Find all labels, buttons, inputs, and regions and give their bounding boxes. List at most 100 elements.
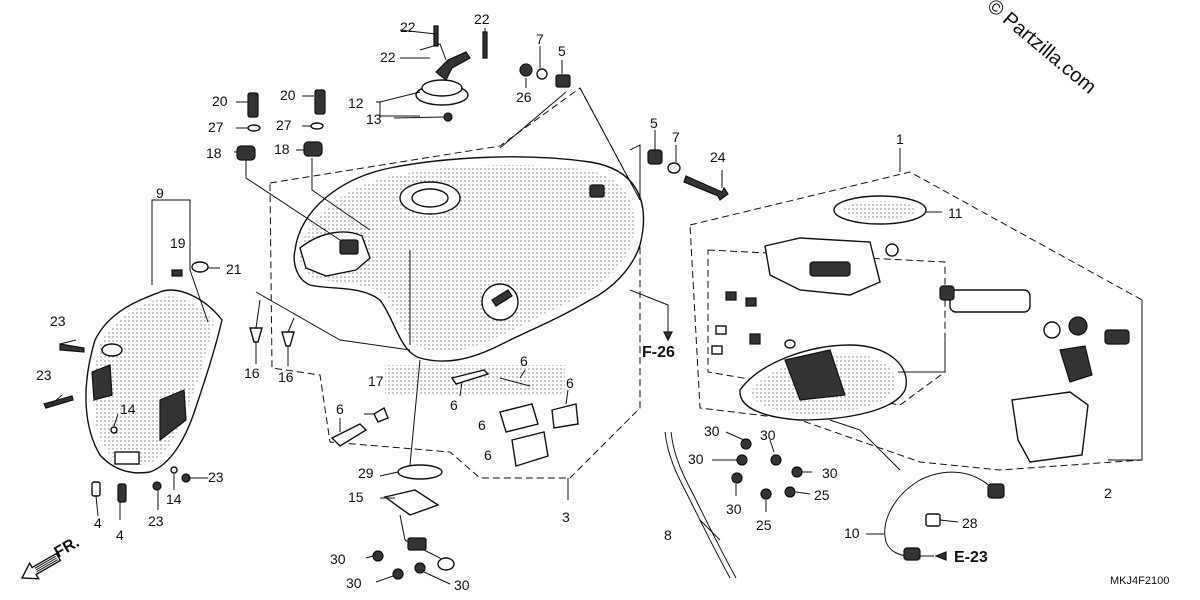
pad-6-a xyxy=(330,423,368,447)
pump-screw-a xyxy=(725,291,737,301)
callout-c24: 24 xyxy=(710,149,726,165)
callout-c14a: 14 xyxy=(120,401,136,417)
ref-e23-arrow xyxy=(934,551,947,561)
callout-c29: 29 xyxy=(358,465,374,481)
callout-c7b: 7 xyxy=(672,129,680,145)
screw-30-e xyxy=(731,472,743,484)
collar-5-top xyxy=(555,74,571,88)
pump-screw-b xyxy=(745,297,757,307)
callout-c16a: 16 xyxy=(244,365,260,381)
callout-c22a: 22 xyxy=(400,19,416,35)
drain-tube-inner xyxy=(670,431,737,579)
pad-6-e xyxy=(551,403,579,429)
callout-c3: 3 xyxy=(562,509,570,525)
callout-c20a: 20 xyxy=(212,93,228,109)
callout-c30g: 30 xyxy=(346,575,362,591)
callout-c10: 10 xyxy=(844,525,860,541)
pin-4-left xyxy=(91,481,101,497)
callout-c22c: 22 xyxy=(380,49,396,65)
callout-c13: 13 xyxy=(366,111,382,127)
callout-c28: 28 xyxy=(962,515,978,531)
callout-c14b: 14 xyxy=(166,491,182,507)
callout-c27a: 27 xyxy=(208,119,224,135)
callout-c6a: 6 xyxy=(336,401,344,417)
callout-c20b: 20 xyxy=(280,87,296,103)
collar-21 xyxy=(191,261,209,273)
callout-c6f: 6 xyxy=(566,375,574,391)
screw-14-right xyxy=(170,466,178,474)
clip-16-right xyxy=(281,331,295,347)
bolt-23-c xyxy=(181,473,191,483)
callout-c5a: 5 xyxy=(558,43,566,59)
pump-filter xyxy=(1011,391,1089,463)
rubber-18-left xyxy=(236,145,256,161)
tank-group-outline xyxy=(269,87,641,479)
pump-flange xyxy=(739,344,907,421)
pump-screw-e xyxy=(749,333,761,345)
callout-c25b: 25 xyxy=(756,517,772,533)
callout-c22b: 22 xyxy=(474,11,490,27)
rubber-18-right xyxy=(303,141,323,157)
bolt-22-right xyxy=(482,31,488,59)
fuel-cap-assembly xyxy=(415,43,471,122)
pad-6-c xyxy=(499,403,539,433)
callout-c2: 2 xyxy=(1104,485,1112,501)
callout-c16b: 16 xyxy=(278,369,294,385)
callout-c30a: 30 xyxy=(704,423,720,439)
screw-30-c xyxy=(770,454,782,466)
nut-25-a xyxy=(784,486,796,498)
callout-c23c: 23 xyxy=(208,469,224,485)
hose-clip-28 xyxy=(925,513,941,527)
fuel-hose xyxy=(884,471,995,557)
washer-7-side xyxy=(667,162,681,174)
callout-c11: 11 xyxy=(948,205,963,221)
ref-e23: E-23 xyxy=(954,549,988,566)
pump-oring xyxy=(784,339,796,349)
fuel-tank xyxy=(293,156,645,362)
bolt-20-right xyxy=(314,89,326,115)
callout-c30h: 30 xyxy=(454,577,470,593)
leader-lines xyxy=(51,28,1143,585)
callout-c15: 15 xyxy=(348,489,364,505)
callout-c30f: 30 xyxy=(330,551,346,567)
screw-30-a xyxy=(740,438,752,450)
callout-c4a: 4 xyxy=(94,515,102,531)
callout-c30d: 30 xyxy=(822,465,838,481)
callout-c30b: 30 xyxy=(760,427,776,443)
pad-6-b xyxy=(450,369,490,385)
callout-c30c: 30 xyxy=(688,451,704,467)
washer-27-left xyxy=(247,124,261,132)
tank-lower-shade xyxy=(385,365,565,395)
screw-30-d xyxy=(791,466,803,478)
bolt-22-left xyxy=(433,25,439,47)
screw-30-g xyxy=(392,568,404,580)
clip-17 xyxy=(373,406,389,423)
hose-end-lower xyxy=(903,547,921,561)
bolt-20-left xyxy=(247,92,259,118)
callout-c23a: 23 xyxy=(50,313,66,329)
screw-30-h xyxy=(414,562,426,574)
ref-f26-arrow xyxy=(663,331,673,342)
callout-c1: 1 xyxy=(896,131,904,147)
callout-c18b: 18 xyxy=(274,141,290,157)
fuel-level-sender xyxy=(383,489,455,571)
callout-c7a: 7 xyxy=(536,31,544,47)
gasket-29 xyxy=(397,464,443,480)
pump-gasket-11-inner xyxy=(844,201,916,219)
callout-c9: 9 xyxy=(156,185,164,201)
callout-c23d: 23 xyxy=(148,513,164,529)
drain-tube xyxy=(664,431,731,579)
nut-25-b xyxy=(760,488,772,500)
washer-7-top xyxy=(536,68,548,80)
bolt-23-d xyxy=(152,481,162,491)
callout-c6d: 6 xyxy=(484,447,492,463)
callout-c8: 8 xyxy=(664,527,672,543)
hose-end-upper xyxy=(987,483,1005,499)
catalog-code: MKJ4F2100 xyxy=(1110,575,1169,587)
callout-c23b: 23 xyxy=(36,367,52,383)
callout-c4b: 4 xyxy=(116,527,124,543)
pump-screw-c xyxy=(715,325,727,335)
nut-26 xyxy=(519,63,533,77)
pump-group-outline xyxy=(689,171,1143,471)
